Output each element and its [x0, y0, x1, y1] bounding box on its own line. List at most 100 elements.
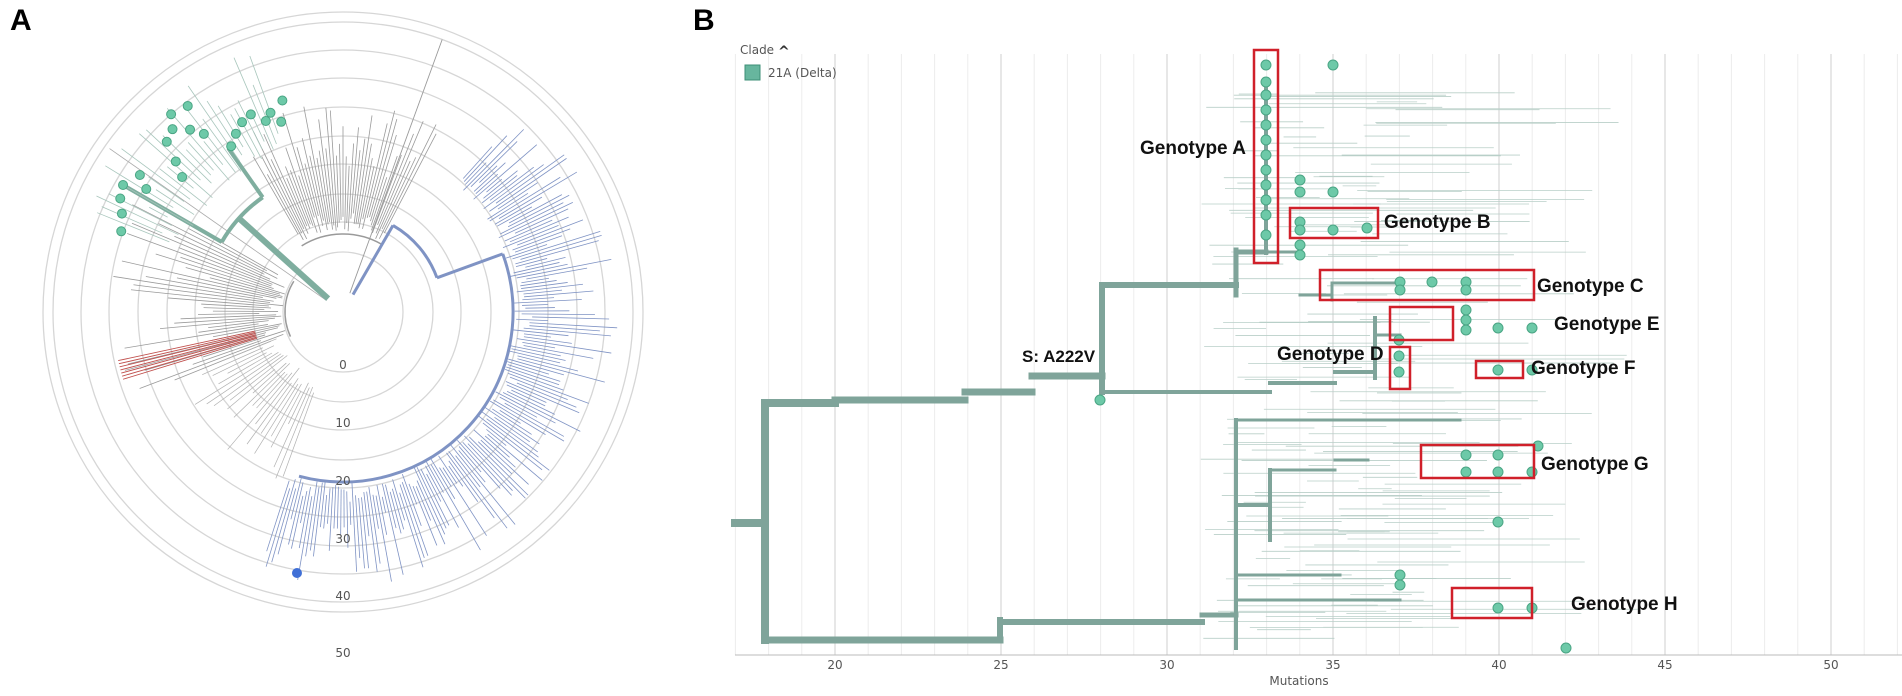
gray-branch	[270, 390, 302, 448]
gray-branch	[260, 378, 299, 434]
gray-branch	[273, 387, 310, 468]
blue-branch	[464, 162, 487, 185]
blue-branch	[389, 491, 402, 534]
tip-node	[1294, 174, 1306, 186]
blue-branch	[448, 460, 479, 502]
blue-branch	[495, 391, 556, 424]
gray-branch	[266, 174, 304, 241]
tip-node	[1094, 394, 1106, 406]
gray-branch	[124, 324, 268, 349]
tip-node	[1460, 466, 1472, 478]
blue-branch	[416, 480, 446, 545]
blue-branch	[493, 399, 565, 442]
blue-branch	[502, 224, 559, 249]
tip-node	[1260, 104, 1272, 116]
blue-branch	[464, 435, 526, 499]
red-branch	[121, 335, 257, 374]
blue-branch	[361, 497, 369, 569]
gray-branch	[194, 352, 279, 405]
genotype-f-box	[1474, 359, 1525, 380]
genotype-h-label: Genotype H	[1571, 594, 1678, 615]
green-tip	[116, 226, 127, 237]
gray-branch	[227, 352, 267, 374]
blue-branch	[323, 494, 328, 529]
panel-a-letter: A	[10, 4, 32, 37]
green-tip	[177, 172, 188, 183]
blue-tip	[291, 567, 302, 578]
gray-branch	[261, 156, 303, 234]
green-tip	[118, 180, 129, 190]
tip-node	[1327, 224, 1339, 236]
ring-label-50: 50	[335, 646, 350, 660]
blue-branch	[425, 465, 459, 528]
gray-branch	[109, 148, 327, 301]
gray-branch	[180, 256, 274, 290]
blue-branch	[477, 415, 550, 471]
blue-branch	[366, 491, 378, 572]
blue-branch	[516, 219, 584, 246]
tip-node	[1526, 364, 1538, 376]
gray-branch	[185, 267, 280, 295]
blue-branch	[381, 496, 387, 513]
blue-arc	[392, 224, 439, 279]
blue-branch	[507, 361, 550, 375]
green-branch	[249, 55, 279, 134]
blue-branch	[507, 364, 561, 382]
blue-branch	[526, 267, 588, 280]
genotype-b-box	[1288, 206, 1380, 240]
tip-node	[1393, 350, 1405, 362]
tip-node	[1294, 216, 1306, 228]
blue-branch	[479, 165, 498, 183]
branch-label-a222v: S: A222V	[1022, 347, 1096, 366]
gray-branch	[192, 340, 262, 365]
gray-branch	[362, 123, 388, 229]
gray-branch	[304, 163, 319, 217]
gray-branch	[353, 138, 366, 224]
green-branch	[234, 108, 262, 159]
blue-branch	[529, 325, 600, 332]
green-tip	[245, 109, 256, 120]
green-tip	[237, 117, 248, 128]
blue-branch	[504, 402, 565, 437]
tip-node	[1560, 642, 1572, 654]
gray-branch	[213, 355, 284, 407]
gray-branch	[371, 156, 398, 231]
blue-branch	[516, 283, 583, 293]
blue-branch	[483, 406, 540, 445]
blue-branch	[521, 313, 595, 316]
blue-branch	[297, 496, 313, 581]
gray-branch	[130, 289, 284, 307]
blue-branch	[489, 400, 546, 435]
blue-branch	[358, 498, 365, 569]
tip-node	[1460, 324, 1472, 336]
red-branch	[120, 334, 257, 371]
green-tip	[167, 124, 178, 135]
ring-circle	[224, 193, 462, 431]
blue-branch	[457, 440, 501, 489]
blue-branch	[512, 231, 601, 260]
gray-branch	[325, 148, 335, 226]
gray-branch	[362, 165, 375, 220]
gray-branch	[349, 39, 443, 294]
x-tick-25: 25	[993, 658, 1008, 672]
gray-branch	[303, 106, 328, 231]
gray-branch	[372, 154, 402, 234]
gray-branch	[286, 177, 308, 227]
blue-branch	[415, 486, 432, 521]
ring-circle	[137, 106, 549, 518]
blue-branch	[458, 446, 482, 473]
legend-chevron-icon[interactable]: ^	[778, 44, 790, 60]
gray-branch	[285, 147, 314, 226]
blue-branch	[532, 316, 610, 320]
gray-branch	[256, 373, 288, 409]
blue-branch	[469, 436, 529, 496]
blue-branch	[298, 487, 311, 549]
gray-branch	[255, 367, 300, 425]
blue-branch	[524, 290, 594, 298]
green-tip	[185, 124, 196, 135]
green-stem	[236, 216, 331, 301]
blue-branch	[507, 194, 570, 228]
blue-branch	[336, 486, 339, 529]
panel-b-letter: B	[693, 4, 715, 37]
blue-branch	[504, 219, 553, 242]
